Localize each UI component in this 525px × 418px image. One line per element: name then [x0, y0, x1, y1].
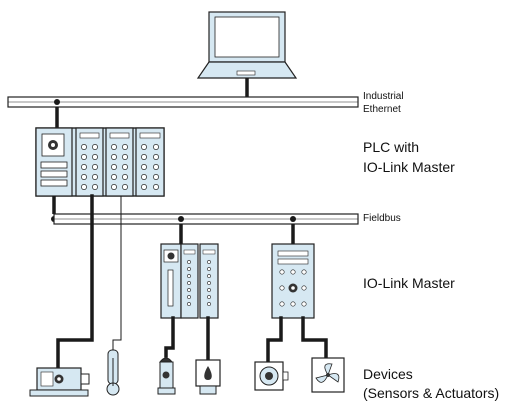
industrial-ethernet-bus	[7, 96, 359, 108]
io-link-master-label: IO-Link Master	[363, 275, 455, 291]
valve-icon	[254, 361, 289, 391]
industrial-ethernet-label-line2: Ethernet	[363, 104, 401, 115]
io-link-master-icon	[160, 243, 219, 319]
fieldbus-drops	[178, 216, 296, 244]
fieldbus-bus	[53, 213, 359, 225]
fan-icon	[311, 357, 345, 393]
io-link-master-block-icon	[271, 243, 315, 319]
sensor-icon	[157, 357, 176, 395]
level-sensor-icon	[195, 359, 221, 395]
thermometer-icon	[106, 349, 120, 396]
fieldbus-label: Fieldbus	[363, 213, 401, 224]
laptop-icon	[196, 11, 298, 79]
motor-icon	[29, 367, 90, 397]
plc-label-line1: PLC with	[363, 139, 420, 155]
plc-ethernet-link	[54, 99, 60, 128]
plc-icon	[35, 127, 165, 197]
devices-label-line2: (Sensors & Actuators)	[363, 385, 500, 401]
devices-label-line1: Devices	[363, 366, 413, 382]
device-cables	[56, 194, 328, 370]
plc-label-line2: IO-Link Master	[363, 159, 455, 175]
industrial-ethernet-label-line1: Industrial	[363, 91, 404, 102]
